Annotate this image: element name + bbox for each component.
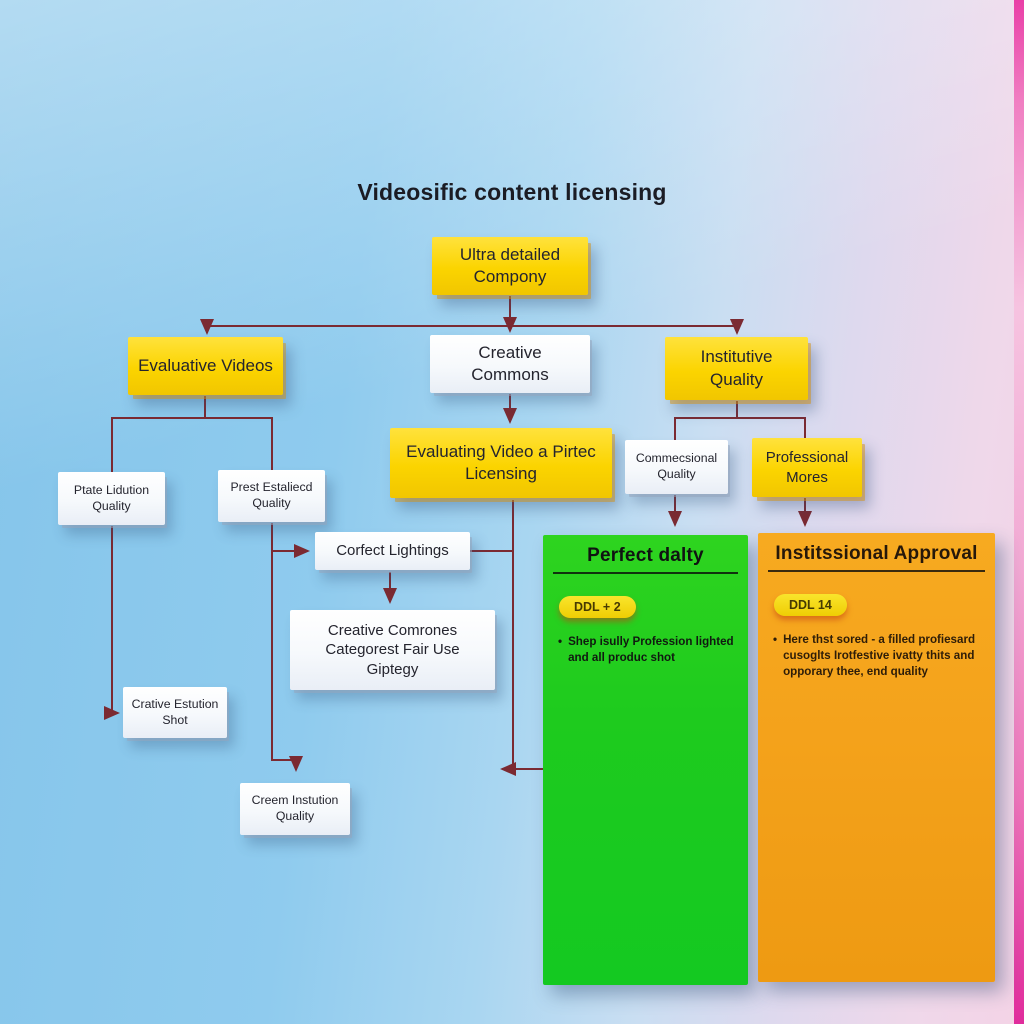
panel-bullet-item: • Here thst sored - a filled profiesard … <box>773 632 983 681</box>
node-creem-instution-quality: Creem Instution Quality <box>240 783 350 835</box>
node-corfect-lightings: Corfect Lightings <box>315 532 470 570</box>
node-label: Creative Comrones Categorest Fair Use Gi… <box>325 621 460 678</box>
node-professional-mores: Professional Mores <box>752 438 862 497</box>
node-label: Crative Estution Shot <box>131 696 219 727</box>
node-creative-commons: Creative Commons <box>430 335 590 393</box>
ddl-badge: DDL 14 <box>774 594 847 616</box>
bullet-text: Shep isully Profession lighted and all p… <box>568 635 734 665</box>
node-evaluative-videos: Evaluative Videos <box>128 337 283 395</box>
node-ultra-detailed-compony: Ultra detailed Compony <box>432 237 588 295</box>
right-edge-gradient <box>1014 0 1024 1024</box>
panel-divider <box>553 572 738 574</box>
node-label: Ptate Lidution Quality <box>73 482 150 513</box>
node-creative-comrones-categories: Creative Comrones Categorest Fair Use Gi… <box>290 610 495 690</box>
node-label: Ultra detailed Compony <box>459 244 561 286</box>
bullet-dot-icon: • <box>773 633 778 646</box>
panel-title: Institssional Approval <box>775 543 978 564</box>
panel-perfect-dalty: Perfect dalty DDL + 2 • Shep isully Prof… <box>543 535 748 985</box>
node-label: Creative Commons <box>471 342 549 384</box>
node-label: Creem Instution Quality <box>251 793 339 823</box>
bullet-text: Here thst sored - a filled profiesard cu… <box>783 633 976 679</box>
panel-institssional-approval: Institssional Approval DDL 14 • Here ths… <box>758 533 995 982</box>
node-label: Corfect Lightings <box>336 542 449 560</box>
panel-divider <box>768 570 985 572</box>
node-label: Institutive Quality <box>700 347 773 389</box>
node-label: Evaluative Videos <box>138 355 273 375</box>
node-ptate-lidution-quality: Ptate Lidution Quality <box>58 472 165 525</box>
node-crative-estution-shot: Crative Estution Shot <box>123 687 227 738</box>
node-label: Prest Estaliecd Quality <box>230 480 313 510</box>
node-label: Commecsional Quality <box>635 451 718 481</box>
panel-bullet-item: • Shep isully Profession lighted and all… <box>558 634 736 666</box>
node-prest-estaliecd-quality: Prest Estaliecd Quality <box>218 470 325 522</box>
node-institutive-quality: Institutive Quality <box>665 337 808 400</box>
node-label: Professional Mores <box>765 449 849 486</box>
node-evaluating-video-pirtec-licensing: Evaluating Video a Pirtec Licensing <box>390 428 612 498</box>
node-commecsional-quality: Commecsional Quality <box>625 440 728 494</box>
bullet-dot-icon: • <box>558 635 563 648</box>
node-label: Evaluating Video a Pirtec Licensing <box>406 441 596 483</box>
panel-title: Perfect dalty <box>587 545 704 566</box>
page-title: Videosific content licensing <box>357 179 667 205</box>
ddl-badge: DDL + 2 <box>559 596 636 618</box>
